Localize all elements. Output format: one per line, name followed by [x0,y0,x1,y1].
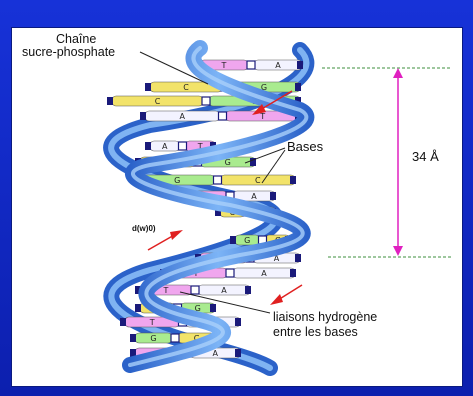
base-letter: A [213,349,219,358]
base-letter: A [261,269,267,278]
phosphate-link [140,112,146,120]
strand-direction-arrow-3 [270,285,302,305]
sugar-phosphate-chain-label: Chaîne sucre-phosphate [22,33,115,59]
phosphate-link [135,304,141,312]
base-letter: C [155,97,161,106]
hydrogen-bonds-label: liaisons hydrogène entre les bases [273,310,377,340]
phosphate-link [130,334,136,342]
hydrogen-bond [171,334,179,342]
phosphate-link [230,236,236,244]
phosphate-link [120,318,126,326]
base-letter: G [174,176,180,185]
base-letter: T [259,112,265,121]
hydrogen-bond [214,176,222,184]
phosphate-link [295,254,301,262]
base-letter: G [225,158,231,167]
pitch-arrow-head-up [393,68,403,78]
base-letter: T [163,286,169,295]
base-letter: A [162,142,168,151]
base-letter: A [275,61,281,70]
base-letter: C [183,83,189,92]
hbonds-label-line-1: liaisons hydrogène [273,310,377,325]
chain-label-line-2: sucre-phosphate [22,46,115,59]
bases-label: Bases [287,140,323,153]
pitch-arrow-head-down [393,246,403,256]
base-letter: G [150,334,156,343]
hbonds-label-line-2: entre les bases [273,325,377,340]
base-letter: A [180,112,186,121]
phosphate-link [107,97,113,105]
hydrogen-bond [191,286,199,294]
phosphate-link [235,349,241,357]
phosphate-link [145,83,151,91]
phosphate-link [295,83,301,91]
helix-pitch-label: 34 Å [412,150,439,163]
base-letter: A [251,192,257,201]
phosphate-link [210,304,216,312]
base-letter: A [221,286,227,295]
small-mark-label: d(w)0) [132,222,156,235]
phosphate-link [297,61,303,69]
phosphate-link [290,176,296,184]
phosphate-link [245,286,251,294]
hydrogen-bond [219,112,227,120]
phosphate-link [290,269,296,277]
base-letter: G [244,236,250,245]
phosphate-link [145,142,151,150]
hydrogen-bond [247,61,255,69]
base-letter: C [255,176,261,185]
phosphate-link [270,192,276,200]
hydrogen-bond [226,269,234,277]
base-letter: T [221,61,227,70]
phosphate-link [235,318,241,326]
hydrogen-bond [179,142,187,150]
base-letter: T [149,318,155,327]
hydrogen-bond [202,97,210,105]
